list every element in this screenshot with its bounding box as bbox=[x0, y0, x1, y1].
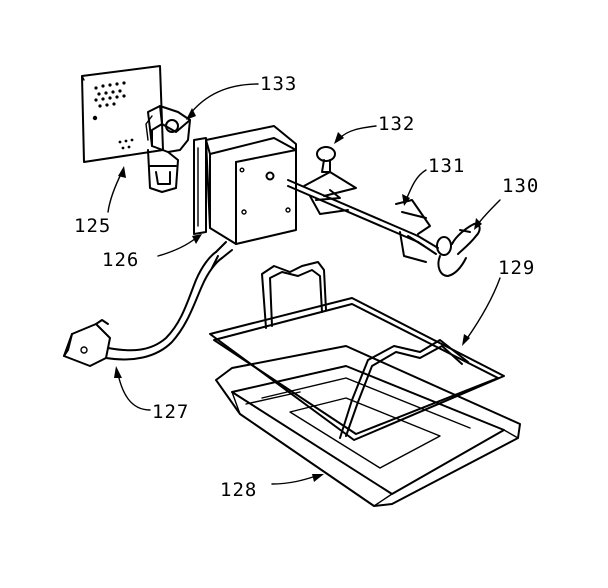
part-130-handle bbox=[417, 222, 481, 277]
label-129: 129 bbox=[498, 257, 535, 279]
part-125-mounting-plate bbox=[81, 65, 164, 163]
label-125: 125 bbox=[74, 215, 111, 237]
label-131: 131 bbox=[428, 155, 465, 177]
part-126-motor-box bbox=[193, 125, 297, 245]
part-labels: 133 132 131 130 125 126 129 127 128 bbox=[74, 73, 539, 501]
part-131-spit-rod bbox=[287, 171, 431, 263]
label-130: 130 bbox=[502, 175, 539, 197]
label-128: 128 bbox=[220, 479, 257, 501]
part-129-wire-rack bbox=[209, 261, 505, 441]
leader-lines bbox=[107, 83, 501, 485]
label-127: 127 bbox=[152, 401, 189, 423]
part-132-knob bbox=[316, 146, 336, 173]
part-127-power-cord bbox=[63, 241, 233, 367]
label-126: 126 bbox=[102, 249, 139, 271]
label-132: 132 bbox=[378, 113, 415, 135]
label-133: 133 bbox=[260, 73, 297, 95]
part-133-motor-bracket bbox=[145, 105, 191, 193]
part-128-drip-pan bbox=[215, 345, 521, 507]
